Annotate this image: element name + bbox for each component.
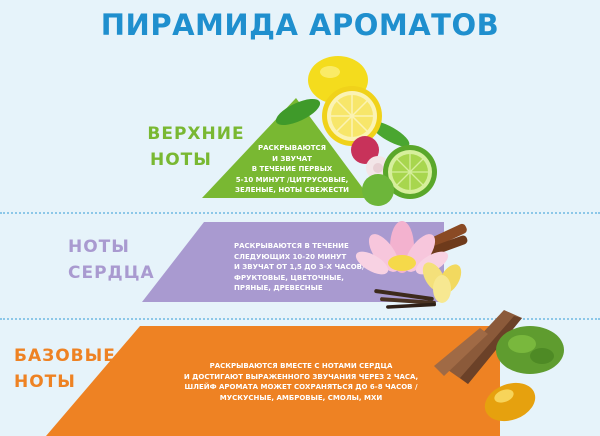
middle-tier-label: НОТЫ СЕРДЦА [68, 234, 155, 286]
middle-desc-line: следующих 10-20 минут [234, 252, 347, 261]
separator-bottom [0, 318, 600, 320]
middle-tier-description: Раскрываются в течение следующих 10-20 м… [234, 241, 384, 294]
flower-spice-illustration [355, 221, 468, 309]
top-desc-line: зеленые, ноты свежести [235, 186, 349, 194]
top-tier-shape [202, 98, 370, 198]
top-tier-description: Раскрываются и звучат в течение первых 5… [228, 143, 356, 196]
top-tier-label-line2: НОТЫ [150, 150, 212, 170]
base-tier-shape [46, 326, 500, 436]
top-desc-line: Раскрываются [257, 144, 327, 152]
leaf-icon [275, 98, 410, 147]
vanilla-flower-icon [422, 262, 462, 303]
amber-icon [484, 382, 536, 422]
moss-icon [496, 326, 564, 374]
top-desc-line: в течение первых [251, 165, 333, 173]
middle-desc-line: фруктовые, цветочные, [234, 273, 344, 282]
middle-desc-line: Раскрываются в течение [234, 242, 349, 250]
base-tier-label: БАЗОВЫЕ НОТЫ [14, 343, 116, 395]
page-title: ПИРАМИДА АРОМАТОВ [100, 8, 500, 42]
base-materials-illustration [434, 310, 564, 422]
base-tier-label-line1: БАЗОВЫЕ [14, 346, 116, 366]
citrus-illustration [275, 56, 437, 206]
base-desc-line: шлейф аромата может сохраняться до 6-8 ч… [184, 383, 418, 391]
base-tier-description: Раскрываются вместе с нотами сердца и до… [176, 361, 426, 403]
top-desc-line: и звучат [272, 154, 312, 163]
middle-desc-line: и звучат от 1,5 до 3-х часов/ [234, 263, 365, 271]
cinnamon-icon [427, 223, 468, 256]
base-desc-line: и достигают выраженного звучания через 2… [183, 372, 419, 381]
base-tier-label-line2: НОТЫ [14, 372, 76, 392]
top-tier-label-line1: ВЕРХНИЕ [147, 124, 245, 144]
middle-tier-label-line1: НОТЫ [68, 237, 130, 257]
base-desc-line: Раскрываются вместе с нотами сердца [209, 362, 393, 370]
top-tier-label: ВЕРХНИЕ НОТЫ [144, 121, 248, 173]
middle-tier-label-line2: СЕРДЦА [68, 263, 155, 283]
middle-tier-shape [142, 222, 444, 302]
vanilla-pod-icon [374, 289, 437, 309]
top-desc-line: 5-10 минут /цитрусовые, [235, 175, 349, 184]
lime-icon [362, 145, 437, 206]
base-desc-line: мускусные, амбровые, смолы, мхи [219, 393, 383, 402]
separator-top [0, 212, 600, 214]
lemon-slice-icon [322, 86, 382, 146]
middle-desc-line: пряные, древесные [234, 284, 323, 292]
